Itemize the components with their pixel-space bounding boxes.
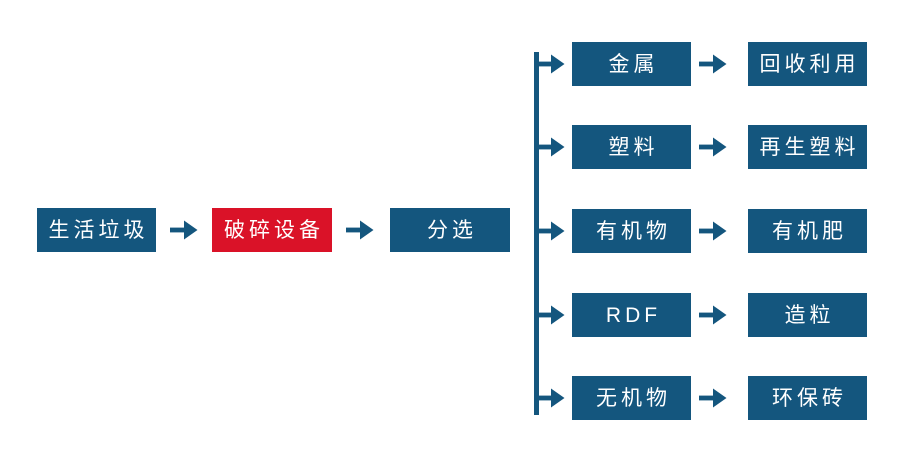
arrow-right-icon [699, 54, 727, 74]
arrow-head [551, 305, 565, 325]
arrow-right-icon [699, 305, 727, 325]
arrow-head [713, 388, 727, 408]
flow-node-crushing-equipment: 破碎设备 [212, 208, 332, 252]
arrow-stem [170, 227, 186, 233]
arrow-head [184, 220, 198, 240]
branch-node-plastic: 塑料 [572, 125, 691, 169]
node-label: 破碎设备 [224, 218, 324, 242]
node-label: 分选 [427, 218, 477, 242]
arrow-head [713, 221, 727, 241]
arrow-head [713, 54, 727, 74]
arrow-head [551, 388, 565, 408]
arrow-stem [699, 228, 715, 234]
branch-arrow-icon [537, 305, 565, 325]
branch-arrow-icon [537, 54, 565, 74]
arrow-head [551, 137, 565, 157]
branch-node-organic-fertilizer: 有机肥 [748, 209, 867, 253]
node-label: 回收利用 [759, 52, 860, 76]
node-label: 无机物 [596, 386, 671, 410]
node-label: 再生塑料 [759, 135, 860, 159]
node-label: 金属 [608, 52, 659, 76]
arrow-head [360, 220, 374, 240]
branch-node-recycling: 回收利用 [748, 42, 867, 86]
arrow-stem [699, 312, 715, 318]
arrow-right-icon [699, 137, 727, 157]
arrow-stem [699, 61, 715, 67]
flow-node-household-waste: 生活垃圾 [37, 208, 156, 252]
arrow-right-icon [699, 221, 727, 241]
branch-node-metal: 金属 [572, 42, 691, 86]
branch-node-granulation: 造粒 [748, 293, 867, 337]
branch-node-organic-matter: 有机物 [572, 209, 691, 253]
arrow-stem [346, 227, 362, 233]
node-label: 有机肥 [772, 219, 847, 243]
arrow-right-icon [346, 220, 374, 240]
arrow-head [551, 221, 565, 241]
node-label: 塑料 [608, 135, 659, 159]
arrow-head [713, 305, 727, 325]
branch-arrow-icon [537, 388, 565, 408]
branch-arrow-icon [537, 137, 565, 157]
arrow-stem [537, 395, 553, 401]
branch-node-inorganic-matter: 无机物 [572, 376, 691, 420]
arrow-stem [537, 312, 553, 318]
node-label: 造粒 [784, 303, 835, 327]
branch-arrow-icon [537, 221, 565, 241]
branch-node-recycled-plastic: 再生塑料 [748, 125, 867, 169]
node-label: RDF [605, 303, 662, 327]
branch-node-rdf: RDF [572, 293, 691, 337]
arrow-stem [699, 395, 715, 401]
arrow-right-icon [170, 220, 198, 240]
arrow-stem [537, 61, 553, 67]
arrow-head [713, 137, 727, 157]
node-label: 环保砖 [772, 386, 847, 410]
branch-node-eco-brick: 环保砖 [748, 376, 867, 420]
arrow-stem [699, 144, 715, 150]
node-label: 生活垃圾 [48, 218, 149, 242]
vertical-branch-line [534, 52, 539, 415]
arrow-right-icon [699, 388, 727, 408]
arrow-stem [537, 144, 553, 150]
arrow-stem [537, 228, 553, 234]
node-label: 有机物 [596, 219, 671, 243]
arrow-head [551, 54, 565, 74]
flow-node-sorting: 分选 [390, 208, 510, 252]
